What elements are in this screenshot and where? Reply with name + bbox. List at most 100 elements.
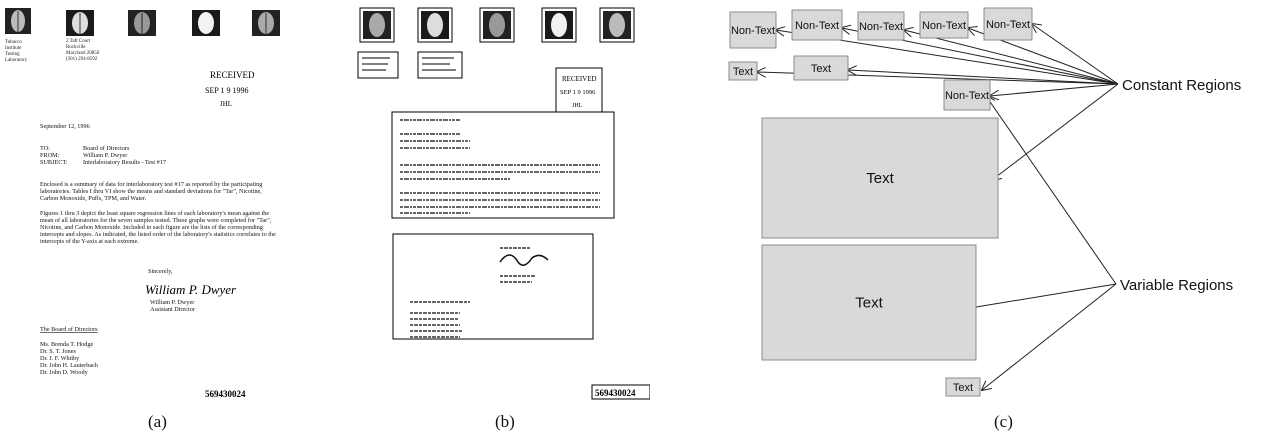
board-member: Dr. J. F. Whitby bbox=[40, 355, 80, 362]
address-line: Maryland 20850 bbox=[66, 51, 100, 56]
stamp-line: SEP 1 9 1996 bbox=[205, 86, 249, 95]
text-region-box: Text bbox=[728, 61, 758, 81]
address-line: (301) 294-8592 bbox=[66, 57, 98, 62]
paragraph-line: Figures 1 thru 3 depict the least square… bbox=[40, 210, 269, 217]
leaf-thumbnails-boxed bbox=[359, 7, 635, 43]
subject-value: Interlaboratory Results - Test #17 bbox=[83, 159, 166, 166]
address-block: 2 Taft Court Rockville Maryland 20850 (3… bbox=[66, 39, 100, 62]
panel-segmented-document: RECEIVED SEP 1 9 1996 JHL 569430024 (b) bbox=[350, 0, 651, 431]
sender-block: Tobacco Institute Testing Laboratory bbox=[5, 40, 28, 63]
text-region-box: Text bbox=[761, 244, 977, 361]
paragraph-2: Figures 1 thru 3 depict the least square… bbox=[40, 210, 276, 245]
board-member: Dr. John H. Lauterbach bbox=[40, 362, 99, 369]
non-text-region-box: Non-Text bbox=[729, 11, 777, 49]
signer-name: William P. Dwyer bbox=[150, 299, 194, 306]
paragraph-line: mean of all laboratories for the seven s… bbox=[40, 217, 272, 224]
stamp-line: RECEIVED bbox=[210, 70, 255, 80]
constant-regions-label: Constant Regions bbox=[1122, 77, 1241, 94]
address-line: Rockville bbox=[66, 45, 86, 50]
leaf-thumb-icon bbox=[417, 7, 453, 43]
region-label: Non-Text bbox=[859, 21, 903, 33]
caption-a: (a) bbox=[148, 412, 167, 431]
paragraph-line: intercepts of the Y-axis at each extreme… bbox=[40, 238, 139, 245]
non-text-region-box: Non-Text bbox=[943, 79, 991, 111]
address-line: 2 Taft Court bbox=[66, 39, 91, 44]
non-text-region-box: Non-Text bbox=[857, 11, 905, 41]
constant-region-arrow bbox=[904, 30, 1119, 85]
sender-line: Laboratory bbox=[5, 58, 28, 63]
document-number: 569430024 bbox=[595, 388, 636, 398]
constant-region-arrow bbox=[992, 83, 1119, 180]
board-member: Dr. S. T. Jones bbox=[40, 348, 76, 355]
stamp-box: RECEIVED SEP 1 9 1996 JHL bbox=[555, 67, 603, 115]
leaf-thumb-icon bbox=[5, 8, 31, 34]
to-value: Board of Directors bbox=[83, 145, 130, 152]
region-label: Non-Text bbox=[795, 20, 839, 32]
leaf-thumb-icon bbox=[599, 7, 635, 43]
text-region-box: Text bbox=[761, 117, 999, 239]
signature-scribble-icon bbox=[499, 254, 549, 266]
region-label: Non-Text bbox=[945, 90, 989, 102]
subject-label: SUBJECT: bbox=[40, 159, 68, 166]
paragraph-line: intercepts and slopes. As indicated, the… bbox=[40, 231, 276, 238]
leaf-thumb-icon bbox=[541, 7, 577, 43]
doc-number-box: 569430024 bbox=[591, 384, 651, 400]
leaf-thumb-icon bbox=[128, 10, 156, 36]
signature-text-box bbox=[392, 233, 594, 340]
paragraph-line: Carbon Monoxide, Puffs, TPM, and Water. bbox=[40, 195, 147, 202]
board-member: Ms. Brenda T. Hodge bbox=[40, 341, 93, 348]
address-box bbox=[417, 51, 463, 79]
sender-line: Testing bbox=[5, 52, 20, 57]
stamp-line: JHL bbox=[220, 100, 232, 108]
original-document-figure: Tobacco Institute Testing Laboratory 2 T… bbox=[5, 8, 280, 399]
received-stamp: RECEIVED SEP 1 9 1996 JHL bbox=[205, 70, 255, 108]
variable-region-arrow bbox=[982, 283, 1117, 390]
non-text-region-box: Non-Text bbox=[919, 11, 969, 39]
document-number: 569430024 bbox=[205, 389, 246, 399]
paragraph-line: Nicotine, and Carbon Monoxide. Included … bbox=[40, 224, 263, 231]
board-heading: The Board of Directors bbox=[40, 326, 98, 333]
signer-title: Assistant Director bbox=[150, 306, 195, 313]
letter-date: September 12, 1996 bbox=[40, 123, 90, 130]
constant-region-arrow bbox=[848, 70, 1119, 85]
board-member: Dr. John D. Woody bbox=[40, 369, 89, 376]
stamp-line: JHL bbox=[572, 103, 583, 109]
to-label: TO: bbox=[40, 145, 50, 152]
leaf-thumb-icon bbox=[479, 7, 515, 43]
leaf-thumb-icon bbox=[359, 7, 395, 43]
variable-region-arrow bbox=[986, 96, 1117, 285]
leaf-thumb-icon bbox=[66, 10, 94, 36]
leaf-thumbnails bbox=[5, 8, 280, 36]
stamp-line: RECEIVED bbox=[562, 75, 597, 83]
sender-line: Institute bbox=[5, 46, 22, 51]
panel-original-document: Tobacco Institute Testing Laboratory 2 T… bbox=[0, 0, 330, 431]
from-value: William P. Dwyer bbox=[83, 152, 127, 159]
region-label: Text bbox=[733, 66, 753, 78]
memo-header: TO: Board of Directors FROM: William P. … bbox=[40, 145, 166, 166]
leaf-thumb-icon bbox=[252, 10, 280, 36]
region-label: Non-Text bbox=[986, 19, 1030, 31]
text-region-box: Text bbox=[945, 377, 981, 397]
signature-image: William P. Dwyer bbox=[145, 282, 237, 297]
constant-region-arrow bbox=[990, 83, 1119, 96]
sender-line: Tobacco bbox=[5, 40, 22, 45]
caption-c: (c) bbox=[994, 412, 1013, 431]
region-label: Non-Text bbox=[922, 20, 966, 32]
caption-b: (b) bbox=[495, 412, 515, 431]
board-list: The Board of Directors Ms. Brenda T. Hod… bbox=[40, 326, 99, 376]
variable-region-arrow bbox=[958, 283, 1117, 310]
paragraph-line: Enclosed is a summary of data for interl… bbox=[40, 181, 262, 188]
region-label: Text bbox=[811, 63, 831, 75]
non-text-region-box: Non-Text bbox=[791, 9, 843, 41]
sender-box bbox=[357, 51, 399, 79]
region-label: Text bbox=[953, 382, 973, 394]
signature-block: Sincerely, William P. Dwyer William P. D… bbox=[145, 268, 237, 313]
closing: Sincerely, bbox=[148, 268, 173, 275]
region-label: Non-Text bbox=[731, 25, 775, 37]
text-region-box: Text bbox=[793, 55, 849, 81]
region-label: Text bbox=[855, 295, 883, 312]
leaf-thumb-icon bbox=[192, 10, 220, 36]
